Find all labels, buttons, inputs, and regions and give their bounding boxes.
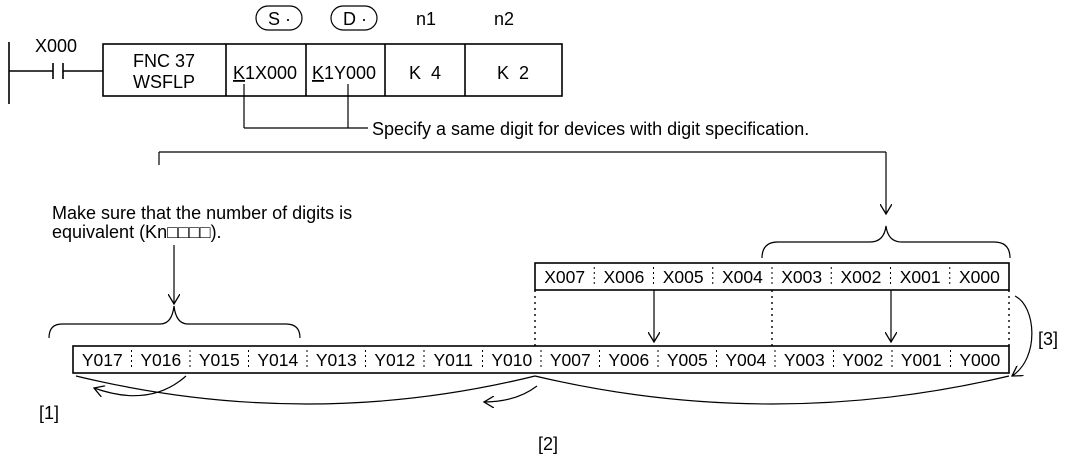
y-register-cell: Y002 (842, 350, 883, 370)
n2-value: K 2 (497, 63, 529, 83)
operand-s-label: S · (255, 5, 303, 31)
equivalence-note-line2: equivalent (Kn□□□□). (52, 222, 222, 242)
contact-symbol (52, 63, 64, 79)
x-register-cell: X006 (603, 267, 644, 287)
operand-n1-label: n1 (416, 9, 436, 29)
y-register-cell: Y005 (667, 350, 708, 370)
y-register-cell: Y013 (316, 350, 357, 370)
y-brace (48, 305, 301, 339)
contact-label: X000 (35, 36, 77, 56)
step2-arrow (484, 385, 538, 402)
y-register-cell: Y011 (433, 350, 473, 370)
x-register-cell: X000 (959, 267, 1000, 287)
equivalence-note-line1: Make sure that the number of digits is (52, 203, 352, 223)
instruction-block (102, 43, 563, 97)
instruction-mnemonic: WSFLP (133, 72, 195, 92)
y-register-cell: Y017 (82, 350, 123, 370)
svg-text:K: K (312, 63, 324, 83)
step1-label: [1] (39, 403, 59, 423)
y-register-cell: Y000 (959, 350, 1000, 370)
y-register-cell: Y006 (608, 350, 649, 370)
x-register-cell: X002 (840, 267, 881, 287)
x-register-cell: X005 (663, 267, 704, 287)
operand-n2-label: n2 (494, 9, 514, 29)
y-register-cell: Y007 (550, 350, 591, 370)
digit-note: Specify a same digit for devices with di… (372, 119, 809, 139)
y-register-cell: Y015 (199, 350, 240, 370)
lower-arc-left (75, 375, 536, 405)
svg-text:S: S (268, 9, 280, 29)
n1-value: K 4 (409, 63, 441, 83)
x-register-cell: X001 (900, 267, 941, 287)
step3-arrow (1012, 295, 1033, 376)
x-register-cell: X004 (722, 267, 763, 287)
y-register-cell: Y001 (901, 350, 942, 370)
x-register-cell: X007 (544, 267, 585, 287)
operand-d-label: D · (330, 5, 378, 31)
y-register-cell: Y012 (374, 350, 415, 370)
y-register-cell: Y004 (725, 350, 766, 370)
y-register (72, 345, 1010, 374)
y-register-cell: Y010 (491, 350, 532, 370)
step1-arrow (94, 375, 187, 396)
svg-text:·: · (285, 9, 291, 29)
svg-text:·: · (361, 9, 367, 29)
digit-note-bracket (243, 84, 368, 129)
lower-arc-right (534, 375, 1010, 405)
step2-label: [2] (538, 434, 558, 454)
svg-text:K: K (233, 63, 245, 83)
x-register-cell: X003 (781, 267, 822, 287)
y-register-cell: Y003 (784, 350, 825, 370)
svg-text:1X000: 1X000 (245, 63, 297, 83)
y-register-cell: Y014 (257, 350, 298, 370)
source-operand: K 1X000 (233, 63, 297, 83)
x-brace (761, 225, 1011, 259)
equivalence-connector (158, 151, 886, 214)
step3-label: [3] (1038, 329, 1058, 349)
y-register-cell: Y016 (140, 350, 181, 370)
dest-operand: K 1Y000 (312, 63, 376, 83)
svg-text:1Y000: 1Y000 (324, 63, 376, 83)
instruction-code: FNC 37 (133, 51, 195, 71)
svg-text:D: D (343, 9, 356, 29)
